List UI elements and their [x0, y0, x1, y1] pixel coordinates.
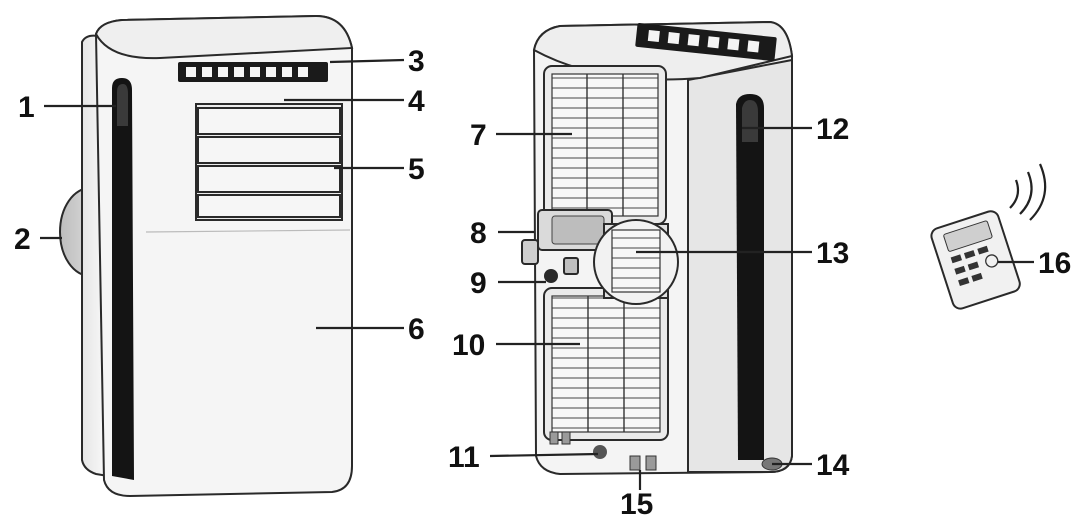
callout-14: 14 [816, 449, 850, 482]
carry-handle [112, 78, 134, 480]
exhaust-air-outlet [593, 219, 679, 305]
callout-6: 6 [408, 313, 425, 346]
callout-12: 12 [816, 113, 849, 146]
callout-8: 8 [470, 217, 487, 250]
remote-control [930, 210, 1021, 310]
callout-9: 9 [470, 267, 487, 300]
back-unit-top-controls [635, 22, 777, 62]
callout-7: 7 [470, 119, 487, 152]
callout-10: 10 [452, 329, 485, 362]
callout-15: 15 [620, 488, 653, 520]
front-unit-top [94, 14, 354, 60]
air-outlet-louvers [195, 103, 343, 221]
callout-13: 13 [816, 237, 849, 270]
front-unit-body [94, 14, 353, 498]
side-handle-recess [742, 100, 758, 142]
carry-handle-recess [117, 84, 128, 126]
callout-1: 1 [18, 91, 35, 124]
drain-plug [544, 257, 579, 283]
callout-16: 16 [1038, 247, 1071, 280]
leader-lines [40, 58, 1034, 490]
side-handle-strip [736, 94, 764, 460]
callout-5: 5 [408, 153, 425, 186]
bottom-drain-outlets [549, 431, 657, 471]
signal-waves-icon [1009, 163, 1047, 221]
callout-3: 3 [408, 45, 425, 78]
control-panel [178, 62, 328, 82]
front-unit [59, 14, 354, 498]
lower-air-filter-grille [543, 287, 669, 441]
callout-labels: 1 2 3 4 5 6 7 8 9 10 11 12 13 14 15 16 [14, 45, 1071, 520]
power-socket-panel [521, 209, 613, 265]
upper-air-filter-grille [543, 65, 667, 225]
callout-4: 4 [408, 85, 425, 118]
back-unit [521, 20, 794, 476]
callout-2: 2 [14, 223, 31, 256]
callout-11: 11 [448, 441, 480, 474]
